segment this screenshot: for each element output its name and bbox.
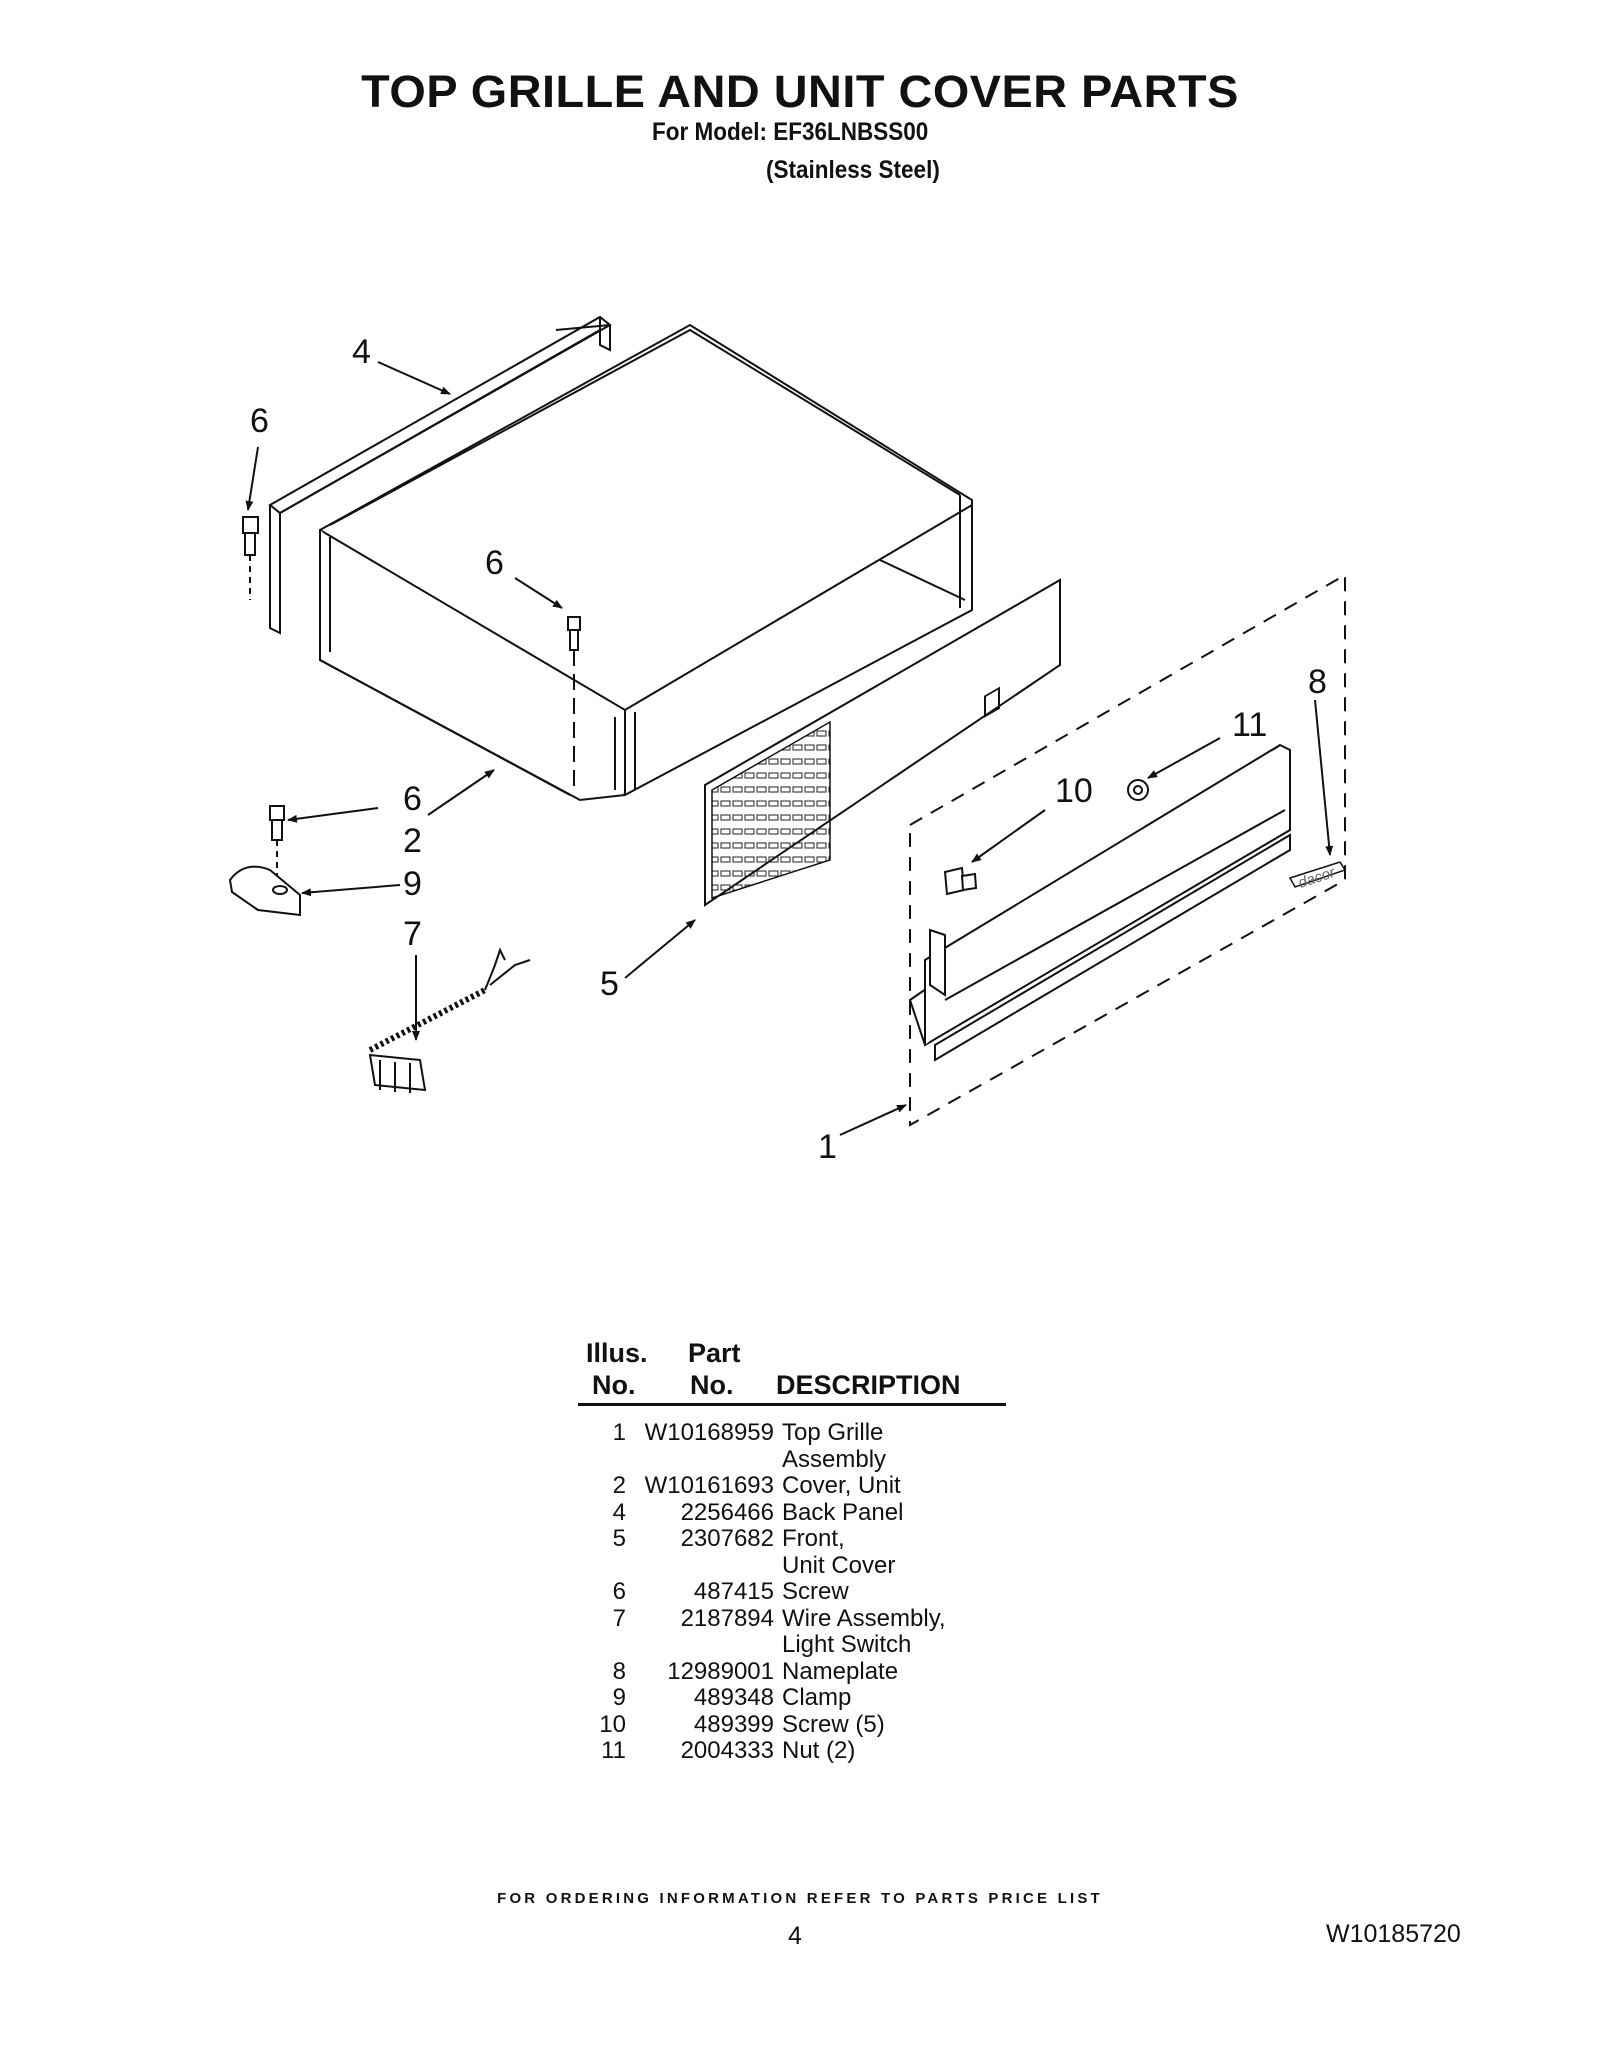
screw-parts (242, 516, 1149, 896)
description-cell: Screw (5) (782, 1710, 885, 1738)
page-title: TOP GRILLE AND UNIT COVER PARTS (361, 66, 1239, 117)
callout-6-left: 6 (250, 402, 269, 440)
illus-no-cell: 10 (599, 1710, 626, 1738)
part-no-cell: 2307682 (680, 1525, 774, 1552)
callout-6-lower: 6 (403, 780, 422, 818)
wire-assembly-part (368, 947, 531, 1093)
description-cell: Clamp (782, 1684, 852, 1711)
part-no-cell: 12989001 (667, 1657, 774, 1685)
table-row: 2 W10161693 Cover, Unit (578, 1472, 1008, 1500)
callout-8: 8 (1308, 663, 1327, 701)
ordering-note: FOR ORDERING INFORMATION REFER TO PARTS … (497, 1890, 1103, 1907)
header-illus-bottom: No. (592, 1370, 636, 1400)
table-row: 5 2307682 Front, (578, 1525, 1008, 1553)
illus-no-cell: 5 (612, 1525, 626, 1552)
clamp-part (228, 865, 301, 917)
description-cell: Unit Cover (782, 1551, 896, 1579)
description-cell: Assembly (782, 1445, 887, 1473)
part-no-cell: 2004333 (680, 1737, 774, 1764)
description-cell: Screw (782, 1578, 849, 1605)
callout-10: 10 (1055, 772, 1093, 810)
page-number: 4 (788, 1922, 802, 1950)
back-panel (268, 315, 612, 635)
table-row: 7 2187894 Wire Assembly, (578, 1604, 1008, 1633)
illus-no-cell: 11 (601, 1737, 626, 1764)
description-cell: Top Grille (782, 1419, 884, 1446)
top-grille-assembly (908, 743, 1291, 1062)
part-no-cell: 489348 (693, 1684, 774, 1711)
part-no-cell: W10161693 (644, 1472, 774, 1499)
header-part-bottom: No. (690, 1370, 734, 1400)
illus-no-cell: 1 (612, 1419, 626, 1446)
illus-no-cell: 9 (612, 1684, 626, 1711)
callout-4: 4 (352, 333, 371, 371)
table-row: 6 487415 Screw (578, 1578, 1008, 1606)
callout-2: 2 (403, 822, 422, 860)
part-no-cell: 2187894 (680, 1604, 774, 1632)
table-row: 1 W10168959 Top Grille (578, 1419, 1008, 1447)
nameplate-part: dacor (1288, 861, 1347, 892)
part-no-cell: 2256466 (680, 1498, 774, 1526)
table-row: 10 489399 Screw (5) (578, 1710, 1008, 1739)
unit-cover-shell (319, 323, 973, 802)
unit-cover-front-panel (704, 578, 1061, 907)
callout-9: 9 (403, 865, 422, 903)
document-number: W10185720 (1326, 1920, 1461, 1948)
description-cell: Front, (782, 1525, 845, 1552)
table-row: Assembly (578, 1445, 1008, 1474)
part-no-cell: 489399 (693, 1710, 774, 1738)
table-row: 9 489348 Clamp (578, 1684, 1008, 1712)
part-no-cell: W10168959 (644, 1419, 774, 1446)
table-row: Light Switch (578, 1631, 1008, 1659)
illus-no-cell: 6 (612, 1578, 626, 1605)
model-line: For Model: EF36LNBSS00 (652, 118, 929, 146)
header-illus-top: Illus. (586, 1338, 648, 1368)
callout-6-center: 6 (485, 544, 504, 582)
illus-no-cell: 2 (612, 1472, 626, 1499)
illus-no-cell: 4 (612, 1498, 626, 1526)
finish-line: (Stainless Steel) (766, 156, 940, 184)
illus-no-cell: 7 (612, 1604, 626, 1632)
header-description: DESCRIPTION (776, 1370, 961, 1400)
illus-no-cell: 8 (612, 1657, 626, 1685)
table-row: 8 12989001 Nameplate (578, 1657, 1008, 1686)
grille-dashed-outline (909, 573, 1346, 1127)
callout-1: 1 (818, 1128, 837, 1166)
callout-5: 5 (600, 965, 619, 1003)
description-cell: Nut (2) (782, 1737, 856, 1764)
description-cell: Back Panel (782, 1498, 904, 1526)
header-part-top: Part (688, 1338, 741, 1368)
callout-labels: 4 6 6 6 2 9 7 5 8 11 10 1 (250, 333, 1327, 1166)
leader-arrows (245, 361, 1334, 1136)
callout-7: 7 (403, 915, 422, 953)
description-cell: Cover, Unit (782, 1472, 901, 1499)
description-cell: Nameplate (782, 1657, 899, 1685)
callout-11: 11 (1232, 706, 1267, 744)
table-row: Unit Cover (578, 1551, 1008, 1580)
description-cell: Light Switch (782, 1631, 912, 1658)
table-row: 4 2256466 Back Panel (578, 1498, 1008, 1527)
part-no-cell: 487415 (693, 1578, 774, 1605)
description-cell: Wire Assembly, (782, 1604, 946, 1632)
table-row: 11 2004333 Nut (2) (578, 1737, 1008, 1765)
header-divider (578, 1403, 1006, 1406)
